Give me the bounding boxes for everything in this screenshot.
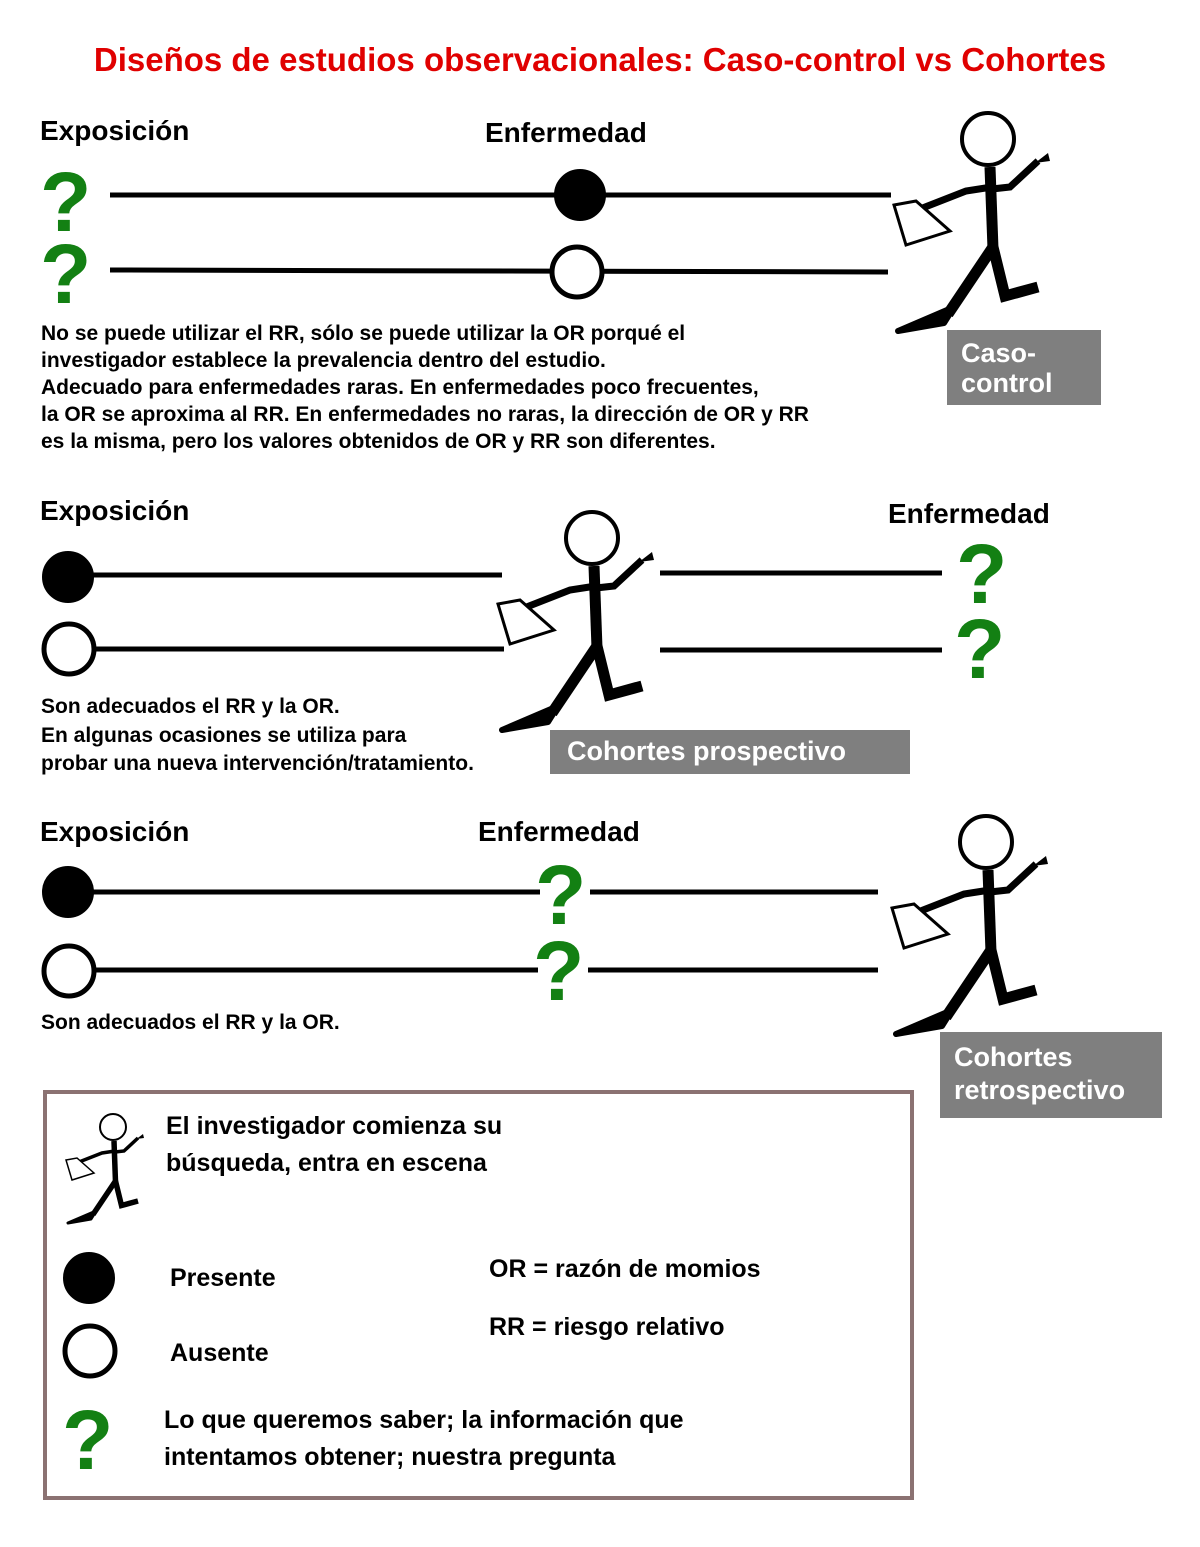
present-marker [42, 866, 94, 918]
question-mark-icon: ? [533, 924, 585, 1018]
case-control-description: No se puede utilizar el RR, sólo se pued… [41, 320, 809, 455]
absent-marker [41, 621, 97, 677]
prospective-description: Son adecuados el RR y la OR. En algunas … [41, 693, 474, 779]
tag-line: retrospectivo [954, 1075, 1126, 1105]
retrospective-exposure-label: Exposición [40, 816, 190, 847]
prospective-tag: Cohortes prospectivo [550, 730, 910, 774]
question-mark-icon: ? [40, 227, 92, 321]
tag-line: Cohortes [954, 1042, 1073, 1072]
description-line: investigador establece la prevalencia de… [41, 349, 606, 372]
case-control-tag: Caso- control [947, 330, 1101, 405]
investigator-icon [534, 508, 704, 738]
description-line: En algunas ocasiones se utiliza para [41, 723, 407, 747]
prospective-disease-label: Enfermedad [888, 498, 1050, 529]
case-control-exposure-label: Exposición [40, 115, 190, 146]
case-control-timeline [109, 169, 891, 300]
investigator-icon [84, 1112, 144, 1230]
tag-line: Cohortes prospectivo [567, 736, 847, 766]
retrospective-timeline [41, 866, 878, 999]
case-control-disease-label: Enfermedad [485, 117, 647, 148]
present-marker [42, 551, 94, 603]
legend-marker-icons [62, 1252, 118, 1379]
legend-rr-definition: RR = riesgo relativo [489, 1313, 725, 1341]
description-line: Son adecuados el RR y la OR. [41, 695, 340, 718]
legend-line: El investigador comienza su [166, 1112, 503, 1140]
tag-line: control [961, 368, 1053, 398]
question-mark-icon: ? [62, 1393, 114, 1487]
page-title: Diseños de estudios observacionales: Cas… [93, 41, 1107, 78]
description-line: la OR se aproxima al RR. En enfermedades… [41, 403, 809, 426]
legend-present-label: Presente [170, 1264, 276, 1292]
absent-marker [41, 943, 97, 999]
legend-absent-label: Ausente [170, 1339, 269, 1367]
question-mark-icon: ? [956, 527, 1008, 621]
legend-investigator-text: El investigador comienza su búsqueda, en… [166, 1108, 502, 1182]
legend-box [43, 1090, 914, 1500]
absent-icon [62, 1323, 118, 1379]
prospective-timeline [41, 551, 942, 677]
timeline-line [109, 267, 889, 275]
retrospective-disease-label: Enfermedad [478, 816, 640, 847]
question-mark-icon: ? [954, 602, 1006, 696]
prospective-exposure-label: Exposición [40, 495, 190, 526]
description-line: No se puede utilizar el RR, sólo se pued… [41, 322, 686, 345]
legend-line: búsqueda, entra en escena [166, 1149, 487, 1177]
retrospective-tag: Cohortes retrospectivo [940, 1032, 1162, 1118]
absent-marker [549, 244, 605, 300]
present-marker [554, 169, 606, 221]
investigator-icon [930, 109, 1100, 339]
present-icon [63, 1252, 115, 1304]
description-line: Son adecuados el RR y la OR. [41, 1011, 340, 1034]
description-line: Adecuado para enfermedades raras. En enf… [41, 376, 759, 399]
question-mark-icon: ? [40, 155, 92, 249]
description-line: es la misma, pero los valores obtenidos … [41, 430, 716, 453]
legend-or-definition: OR = razón de momios [489, 1255, 761, 1283]
tag-line: Caso- [961, 338, 1037, 368]
legend-line: intentamos obtener; nuestra pregunta [164, 1443, 616, 1471]
question-mark-icon: ? [535, 848, 587, 942]
description-line: probar una nueva intervención/tratamient… [41, 752, 474, 775]
retrospective-description: Son adecuados el RR y la OR. [41, 1009, 340, 1036]
legend-question-text: Lo que queremos saber; la información qu… [164, 1402, 684, 1476]
investigator-icon [928, 812, 1098, 1042]
legend-line: Lo que queremos saber; la información qu… [164, 1406, 684, 1434]
